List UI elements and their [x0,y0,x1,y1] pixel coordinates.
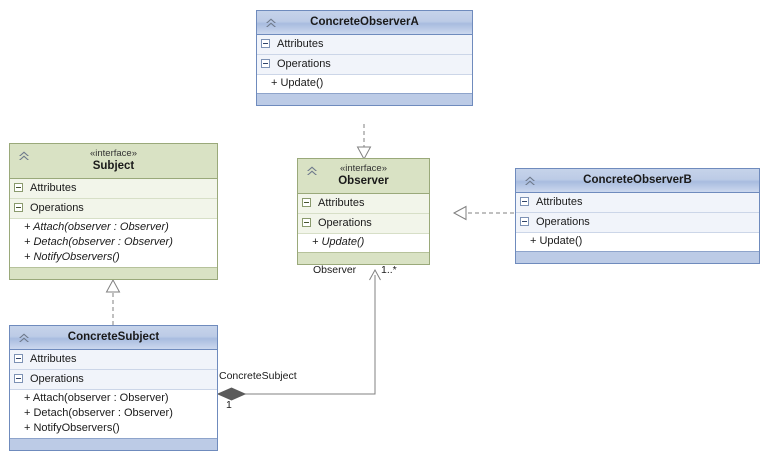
class-box-concrete-observer-a[interactable]: ConcreteObserverA Attributes Operations … [256,10,473,106]
compartment-attributes-label: Attributes [277,38,324,50]
edge-label-concrete-subject-multiplicity: 1 [226,399,232,411]
collapse-minus-icon[interactable] [261,59,270,68]
class-name: Observer [338,175,389,187]
class-footer [516,251,759,263]
edge-label-observer-multiplicity: 1..* [381,264,397,276]
operation-item: + NotifyObservers() [24,422,120,434]
class-body: Attributes Operations + Update() [298,194,429,252]
operations-list: + Update() [516,233,759,251]
compartment-attributes-label: Attributes [536,196,583,208]
operations-list: + Update() [257,75,472,93]
collapse-minus-icon[interactable] [520,197,529,206]
class-name: Subject [92,160,135,172]
collapse-minus-icon[interactable] [14,203,23,212]
class-body: Attributes Operations + Attach(observer … [10,350,217,438]
class-body: Attributes Operations + Update() [516,193,759,251]
class-box-subject[interactable]: «interface» Subject Attributes Operation… [9,143,218,280]
class-footer [257,93,472,105]
operation-item: + Update() [271,77,324,89]
class-footer [10,438,217,450]
compartment-operations-label: Operations [277,58,331,70]
collapse-minus-icon[interactable] [14,183,23,192]
operation-item: + Detach(observer : Observer) [24,236,173,248]
compartment-operations-label: Operations [30,202,84,214]
relationship-realization-observer-a [356,124,372,161]
relationship-realization-concrete-subject [105,278,121,325]
chevron-double-up-icon [16,330,32,346]
class-header: ConcreteObserverA [257,11,472,35]
class-box-concrete-observer-b[interactable]: ConcreteObserverB Attributes Operations … [515,168,760,264]
collapse-minus-icon[interactable] [261,39,270,48]
compartment-attributes[interactable]: Attributes [298,194,429,214]
class-header: «interface» Observer [298,159,429,194]
class-stereotype: «interface» [89,148,137,159]
class-body: Attributes Operations + Update() [257,35,472,93]
collapse-minus-icon[interactable] [302,198,311,207]
class-box-concrete-subject[interactable]: ConcreteSubject Attributes Operations + … [9,325,218,451]
compartment-operations[interactable]: Operations [298,214,429,234]
operation-item: + Update() [312,236,365,248]
operation-item: + NotifyObservers() [24,251,120,263]
operation-item: + Detach(observer : Observer) [24,407,173,419]
operations-list: + Attach(observer : Observer) + Detach(o… [10,390,217,438]
compartment-operations[interactable]: Operations [257,55,472,75]
class-footer [298,252,429,264]
class-header: ConcreteSubject [10,326,217,350]
compartment-operations[interactable]: Operations [10,199,217,219]
compartment-operations-label: Operations [536,216,590,228]
compartment-attributes[interactable]: Attributes [10,179,217,199]
class-name: ConcreteObserverB [583,174,692,186]
compartment-operations-label: Operations [30,373,84,385]
class-name: ConcreteObserverA [310,16,419,28]
class-header: ConcreteObserverB [516,169,759,193]
operation-item: + Attach(observer : Observer) [24,221,169,233]
operation-item: + Update() [530,235,583,247]
operation-item: + Attach(observer : Observer) [24,392,169,404]
collapse-minus-icon[interactable] [520,217,529,226]
collapse-minus-icon[interactable] [302,218,311,227]
compartment-attributes-label: Attributes [30,182,77,194]
compartment-attributes-label: Attributes [318,197,365,209]
chevron-double-up-icon [16,148,32,164]
compartment-operations[interactable]: Operations [10,370,217,390]
compartment-attributes[interactable]: Attributes [10,350,217,370]
class-stereotype: «interface» [339,163,387,174]
chevron-double-up-icon [263,15,279,31]
chevron-double-up-icon [304,163,320,179]
compartment-operations-label: Operations [318,217,372,229]
collapse-minus-icon[interactable] [14,374,23,383]
operations-list: + Attach(observer : Observer) + Detach(o… [10,219,217,267]
edge-label-concrete-subject-role: ConcreteSubject [219,370,297,382]
class-header: «interface» Subject [10,144,217,179]
relationship-aggregation-concrete-subject-observer [216,268,381,401]
class-body: Attributes Operations + Attach(observer … [10,179,217,267]
compartment-attributes-label: Attributes [30,353,77,365]
class-footer [10,267,217,279]
operations-list: + Update() [298,234,429,252]
class-box-observer[interactable]: «interface» Observer Attributes Operatio… [297,158,430,265]
edge-label-observer-role: Observer [313,264,357,276]
class-name: ConcreteSubject [67,331,160,343]
compartment-attributes[interactable]: Attributes [257,35,472,55]
aggregation-diamond [216,387,247,401]
compartment-operations[interactable]: Operations [516,213,759,233]
compartment-attributes[interactable]: Attributes [516,193,759,213]
collapse-minus-icon[interactable] [14,354,23,363]
relationship-realization-observer-b [452,205,514,221]
chevron-double-up-icon [522,173,538,189]
